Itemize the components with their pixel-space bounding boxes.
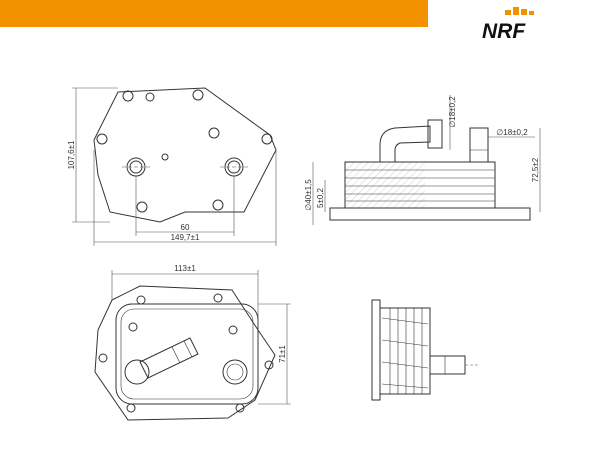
top-view-outline xyxy=(93,87,277,223)
dim-thickness-label: 5±0,2 xyxy=(316,187,325,208)
nrf-logo-text: NRF xyxy=(482,20,526,43)
dim-bottom-width-label: 113±1 xyxy=(174,264,196,273)
bottom-view-outline xyxy=(94,285,276,421)
bolt-hole xyxy=(261,133,273,145)
inlet-pipe xyxy=(379,125,431,162)
outlet-pipe xyxy=(469,127,489,163)
bolt-hole xyxy=(161,153,169,161)
section-stack xyxy=(379,307,431,395)
dim-width-label: 149,7±1 xyxy=(171,233,200,242)
bolt-hole xyxy=(264,360,274,370)
cooler-body xyxy=(115,303,259,405)
bolt-hole xyxy=(212,199,224,211)
base-plate xyxy=(329,207,531,221)
dim-pipe-dia-right-label: ∅18±0,2 xyxy=(496,128,528,137)
bolt-hole xyxy=(122,90,134,102)
bolt-hole xyxy=(145,92,155,102)
bolt-hole xyxy=(213,293,223,303)
oil-port xyxy=(222,359,248,385)
bolt-hole xyxy=(98,353,108,363)
bolt-hole xyxy=(96,133,108,145)
cooler-body-inner xyxy=(120,308,254,400)
bolt-hole xyxy=(208,127,220,139)
section-base xyxy=(371,299,381,401)
dim-height-label: 107,6±1 xyxy=(67,140,76,169)
bolt-hole xyxy=(128,322,138,332)
section-outlet-pipe xyxy=(429,355,466,375)
side-view: ∅18±0,2 ∅18±0,2 ∅40±1,5 5±0,2 72,5±2 xyxy=(304,95,541,225)
bolt-hole xyxy=(192,89,204,101)
bolt-hole xyxy=(136,295,146,305)
bolt-hole xyxy=(126,403,136,413)
section-view xyxy=(371,299,480,401)
nrf-logo: NRF xyxy=(482,7,534,43)
logo-emblem-icon xyxy=(505,7,534,15)
top-view: 107,6±1 60 149,7±1 xyxy=(67,87,277,246)
dim-height-right-label: 72,5±2 xyxy=(531,157,540,182)
dim-hole-spacing-label: 60 xyxy=(181,223,190,232)
angled-pipe xyxy=(139,337,199,379)
dim-height-left-label: ∅40±1,5 xyxy=(304,179,313,211)
bottom-view: 113±1 71±1 xyxy=(94,264,291,421)
oil-port xyxy=(124,359,150,385)
dim-pipe-dia-top-label: ∅18±0,2 xyxy=(448,96,457,128)
dim-bottom-height-label: 71±1 xyxy=(278,345,287,363)
bolt-hole xyxy=(136,201,148,213)
inlet-pipe-end xyxy=(427,119,443,149)
bolt-hole xyxy=(235,403,245,413)
bolt-hole xyxy=(228,325,238,335)
brand-header-bar xyxy=(0,0,428,27)
